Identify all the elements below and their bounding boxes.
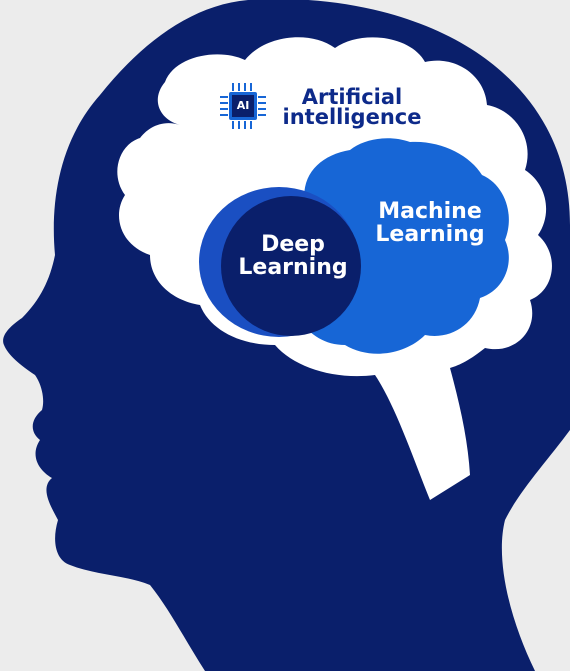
deep-learning-label: Deep Learning (228, 233, 358, 279)
chip-core (229, 92, 257, 120)
chip-label: AI (236, 99, 250, 112)
deep-learning-label-line-1: Deep (261, 232, 325, 257)
artificial-intelligence-label: Artificial intelligence (282, 85, 422, 129)
artificial-intelligence-label-line-1: Artificial (301, 85, 403, 109)
artificial-intelligence-label-line-2: intelligence (282, 104, 422, 129)
machine-learning-label-line-2: Learning (375, 222, 485, 248)
deep-learning-region (221, 196, 361, 336)
machine-learning-label-line-1: Machine (378, 199, 482, 224)
machine-learning-label: Machine Learning (364, 200, 496, 246)
ai-chip-icon: AI (220, 82, 266, 130)
deep-learning-label-line-2: Learning (238, 255, 348, 281)
